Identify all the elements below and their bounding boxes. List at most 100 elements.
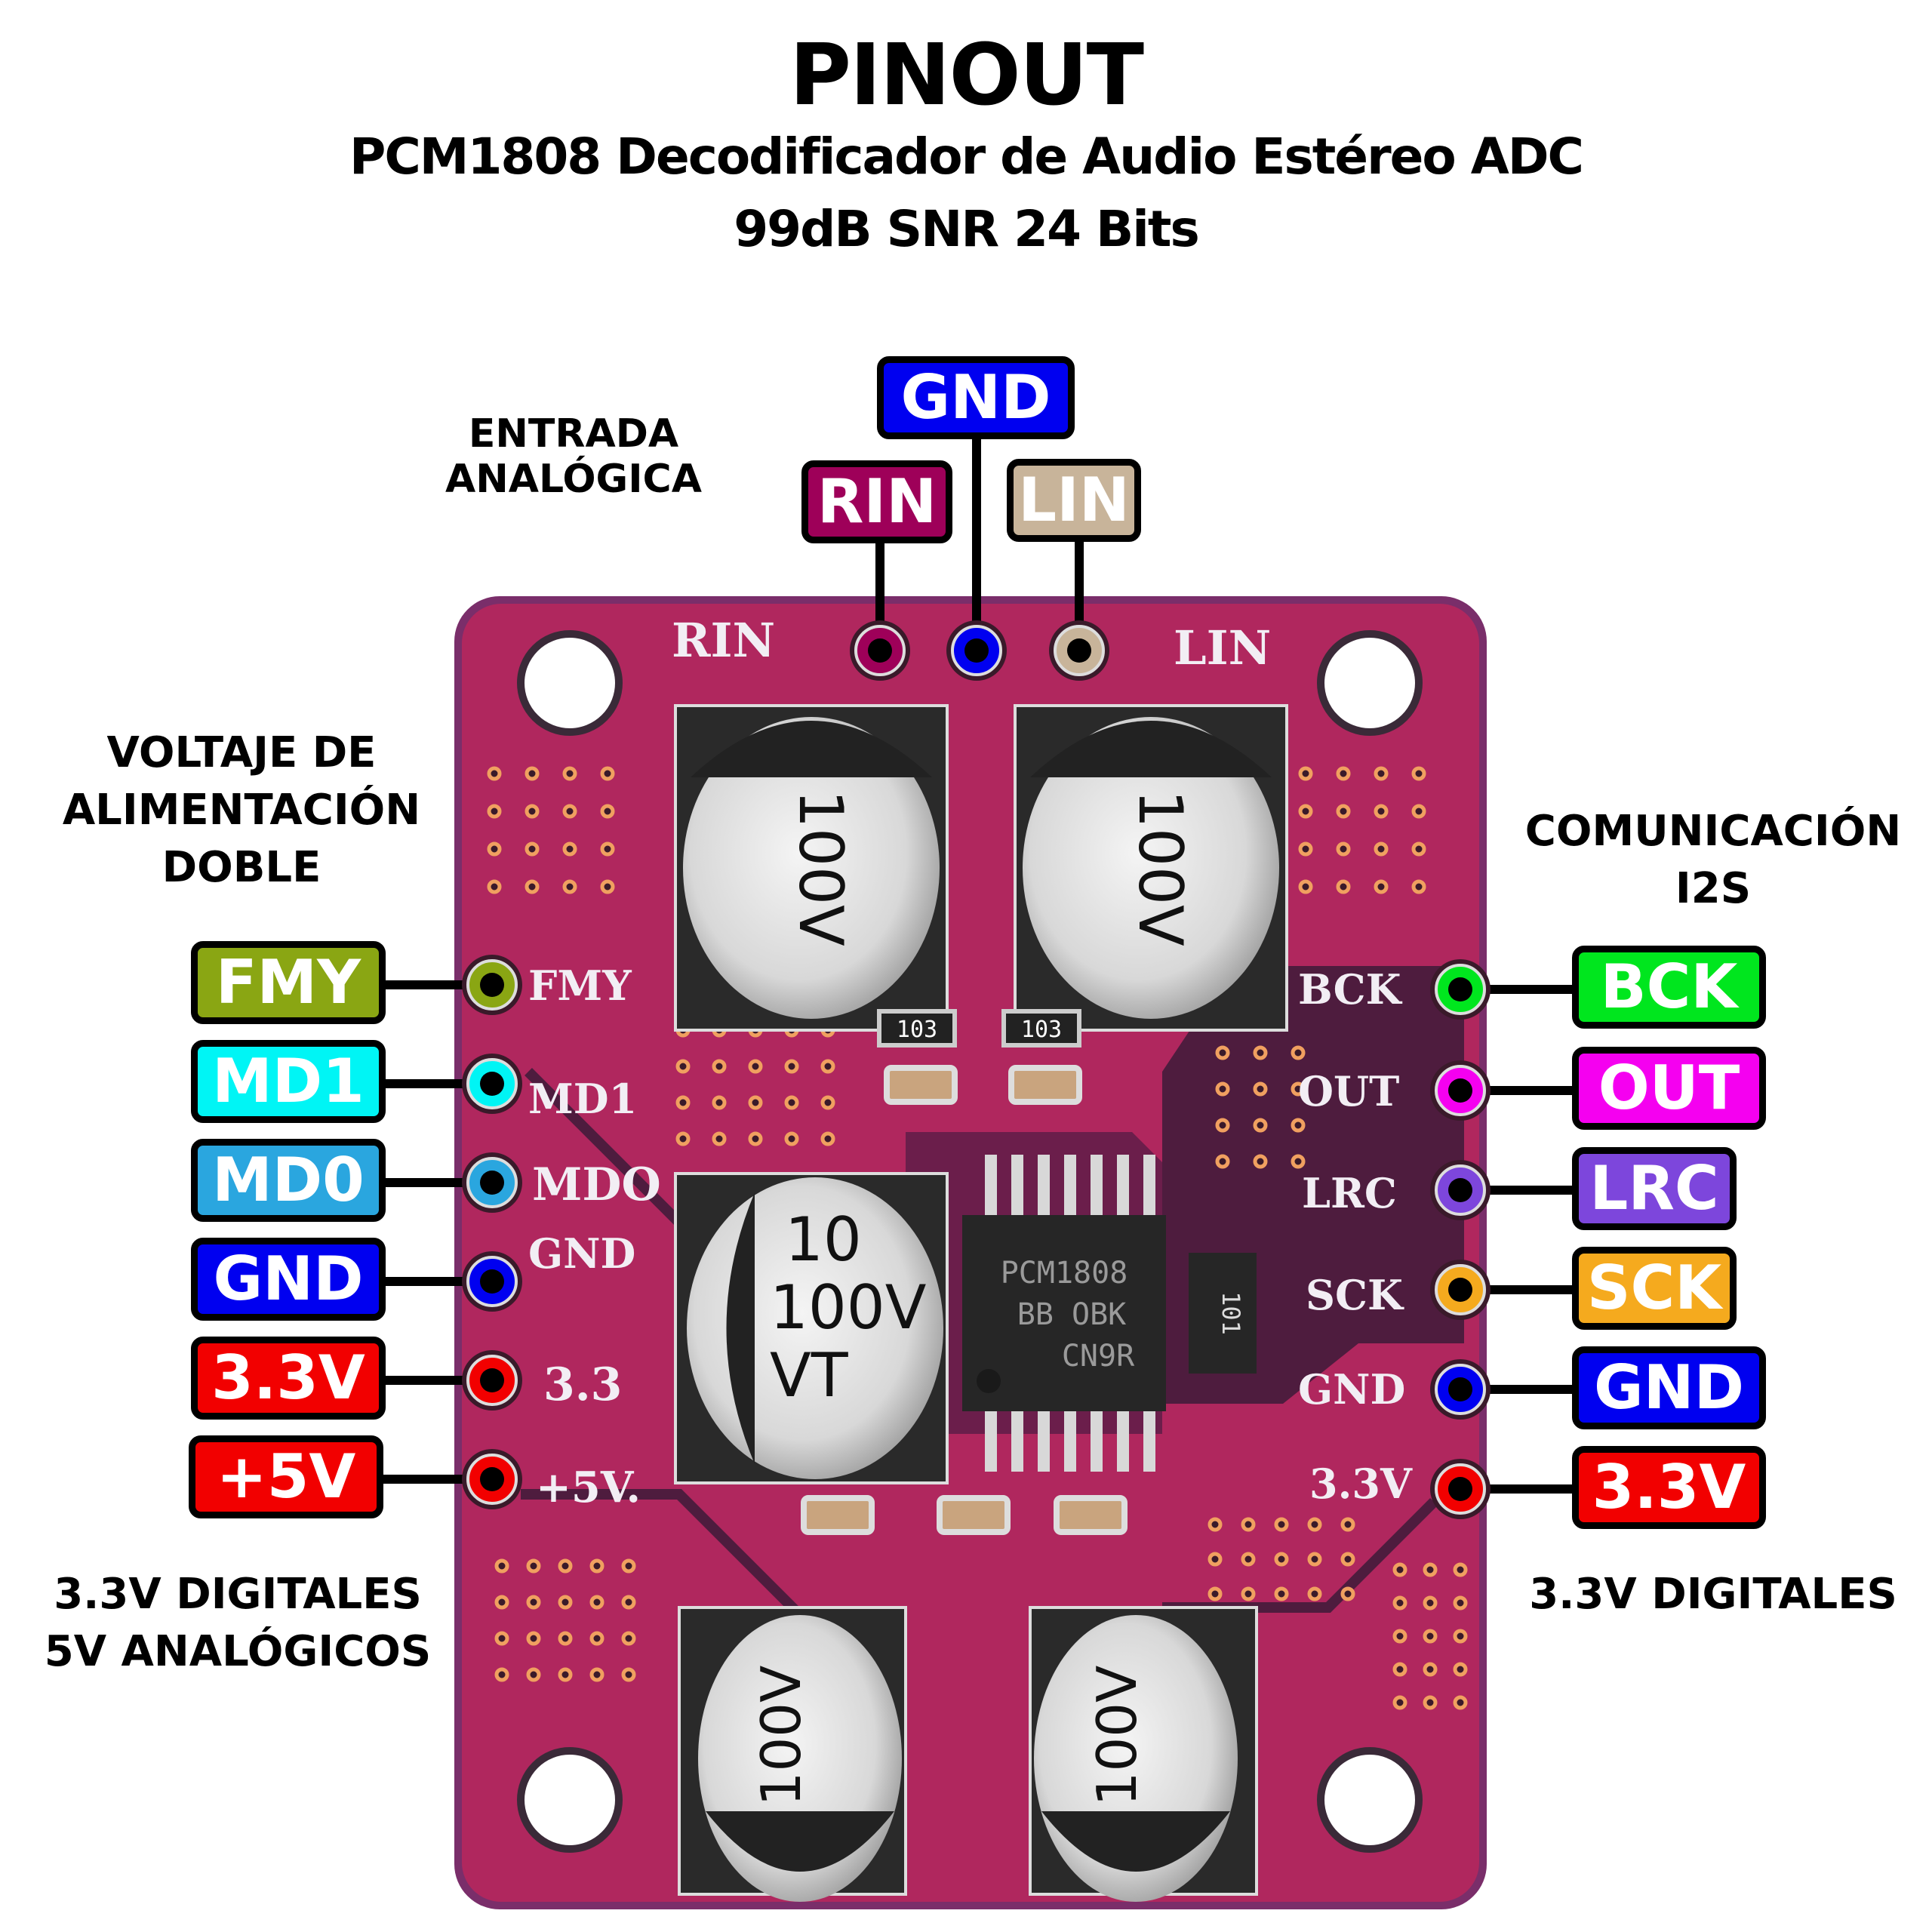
- group-label-line: COMUNICACIÓN: [1524, 807, 1902, 856]
- pcb-via: [1291, 1045, 1306, 1060]
- chip-marking: BB OBK: [1017, 1297, 1127, 1332]
- pin-hole: [1067, 638, 1091, 663]
- pin-hole: [964, 638, 989, 663]
- chip-pin: [1038, 1155, 1050, 1215]
- pcb-via: [589, 1558, 605, 1574]
- pin-hole: [868, 638, 892, 663]
- pcb-via: [820, 1059, 835, 1074]
- pcb-trace: [521, 1489, 819, 1634]
- pcb-via: [562, 841, 577, 857]
- capacitor-marking: 100V: [1085, 1666, 1149, 1807]
- capacitor-marking: 100V: [786, 789, 856, 946]
- pcb-via: [487, 879, 502, 894]
- silk-label-lrc: LRC: [1302, 1169, 1397, 1217]
- pcb-via: [494, 1631, 509, 1646]
- pcb-via: [1241, 1517, 1256, 1532]
- pcb-via: [589, 1595, 605, 1610]
- chip-pin: [1064, 1155, 1076, 1215]
- chip-marking: PCM1808: [1001, 1256, 1128, 1291]
- pcb-via: [1215, 1118, 1230, 1133]
- group-label-line: 3.3V DIGITALES: [1529, 1570, 1897, 1619]
- group-label-line: ANALÓGICA: [445, 457, 702, 502]
- pcb-via: [1374, 879, 1389, 894]
- pcb-via: [600, 804, 615, 819]
- pcb-via: [1340, 1586, 1355, 1601]
- pcb-via: [1253, 1045, 1268, 1060]
- pin-label-bck: BCK: [1572, 946, 1766, 1029]
- pcb-via: [562, 766, 577, 781]
- pcb-via: [675, 1131, 691, 1146]
- page-subtitle: PCM1808 Decodificador de Audio Estéreo A…: [349, 128, 1584, 186]
- group-label-line: I2S: [1675, 864, 1752, 913]
- leader-line-gnd-top: [972, 438, 981, 653]
- pcb-via: [526, 1595, 541, 1610]
- pcb-via: [784, 1095, 799, 1110]
- pcb-via: [1453, 1562, 1468, 1577]
- pcb-via: [1392, 1595, 1407, 1611]
- chip-pin: [1143, 1411, 1155, 1472]
- chip-pin: [1117, 1411, 1129, 1472]
- pcb-via: [1374, 766, 1389, 781]
- mounting-hole: [1317, 630, 1423, 736]
- pcb-via: [1340, 1517, 1355, 1532]
- silk-label-md0: MDO: [532, 1158, 661, 1211]
- pin-label-3v3-left: 3.3V: [191, 1337, 386, 1420]
- pcb-via: [1253, 1081, 1268, 1097]
- pcb-via: [525, 879, 540, 894]
- pcb-via: [526, 1631, 541, 1646]
- smd-resistor: 103: [877, 1009, 957, 1048]
- pcb-via: [494, 1558, 509, 1574]
- pcb-via: [1215, 1154, 1230, 1169]
- pcb-via: [600, 879, 615, 894]
- pcb-via: [1392, 1695, 1407, 1710]
- capacitor-marking: 100V: [1125, 789, 1195, 946]
- pcb-via: [1374, 841, 1389, 857]
- pcb-via: [1274, 1552, 1289, 1567]
- pcb-via: [1208, 1552, 1223, 1567]
- pin-hole: [1448, 1278, 1472, 1302]
- silk-label-rin: RIN: [672, 613, 775, 668]
- resistor-array-marking: 101: [1217, 1291, 1245, 1335]
- pin-label-sck: SCK: [1572, 1247, 1737, 1330]
- pcb-via: [784, 1059, 799, 1074]
- pin-hole: [480, 1467, 504, 1491]
- pin-hole: [480, 1269, 504, 1294]
- pcb-via: [526, 1558, 541, 1574]
- pcb-via: [1453, 1595, 1468, 1611]
- chip-pin: [985, 1411, 997, 1472]
- pin-hole: [480, 1171, 504, 1195]
- silk-label-fmy: FMY: [528, 961, 632, 1010]
- mounting-hole: [1317, 1747, 1423, 1853]
- capacitor-top-right: 100V: [1014, 704, 1288, 1032]
- chip-pin: [1011, 1155, 1023, 1215]
- pcb-via: [1392, 1562, 1407, 1577]
- pcb-via: [558, 1558, 573, 1574]
- capacitor-marking: 100V: [749, 1666, 813, 1807]
- smd-capacitor: [884, 1065, 958, 1105]
- group-label-line: ENTRADA: [468, 411, 679, 457]
- capacitor-top-left: 100V: [674, 704, 949, 1032]
- silk-label-3v3-left: 3.3: [543, 1358, 622, 1411]
- pcb-via: [820, 1131, 835, 1146]
- group-label-line: DOBLE: [162, 843, 321, 892]
- silk-label-3v3-right: 3.3V: [1309, 1460, 1413, 1508]
- pcb-via: [1423, 1562, 1438, 1577]
- pcb-via: [748, 1131, 763, 1146]
- pin-label-md1: MD1: [191, 1040, 386, 1123]
- pcb-via: [621, 1667, 636, 1682]
- pcb-via: [675, 1059, 691, 1074]
- pcb-via: [784, 1131, 799, 1146]
- pcb-via: [1340, 1552, 1355, 1567]
- pcb-via: [1411, 804, 1426, 819]
- pcb-via: [1208, 1517, 1223, 1532]
- capacitor-bottom-right: 100V: [1029, 1606, 1258, 1902]
- pcb-via: [1274, 1517, 1289, 1532]
- capacitor-marking: 100V: [770, 1272, 927, 1343]
- smd-resistor: 103: [1001, 1009, 1081, 1048]
- group-label-i2s: COMUNICACIÓN I2S: [1502, 803, 1924, 918]
- capacitor-marking: VT: [770, 1340, 849, 1411]
- group-label-right-supply-note: 3.3V DIGITALES: [1502, 1566, 1924, 1623]
- silk-label-gnd-right: GND: [1298, 1365, 1405, 1414]
- pcm1808-chip: PCM1808 BB OBK CN9R: [962, 1155, 1166, 1472]
